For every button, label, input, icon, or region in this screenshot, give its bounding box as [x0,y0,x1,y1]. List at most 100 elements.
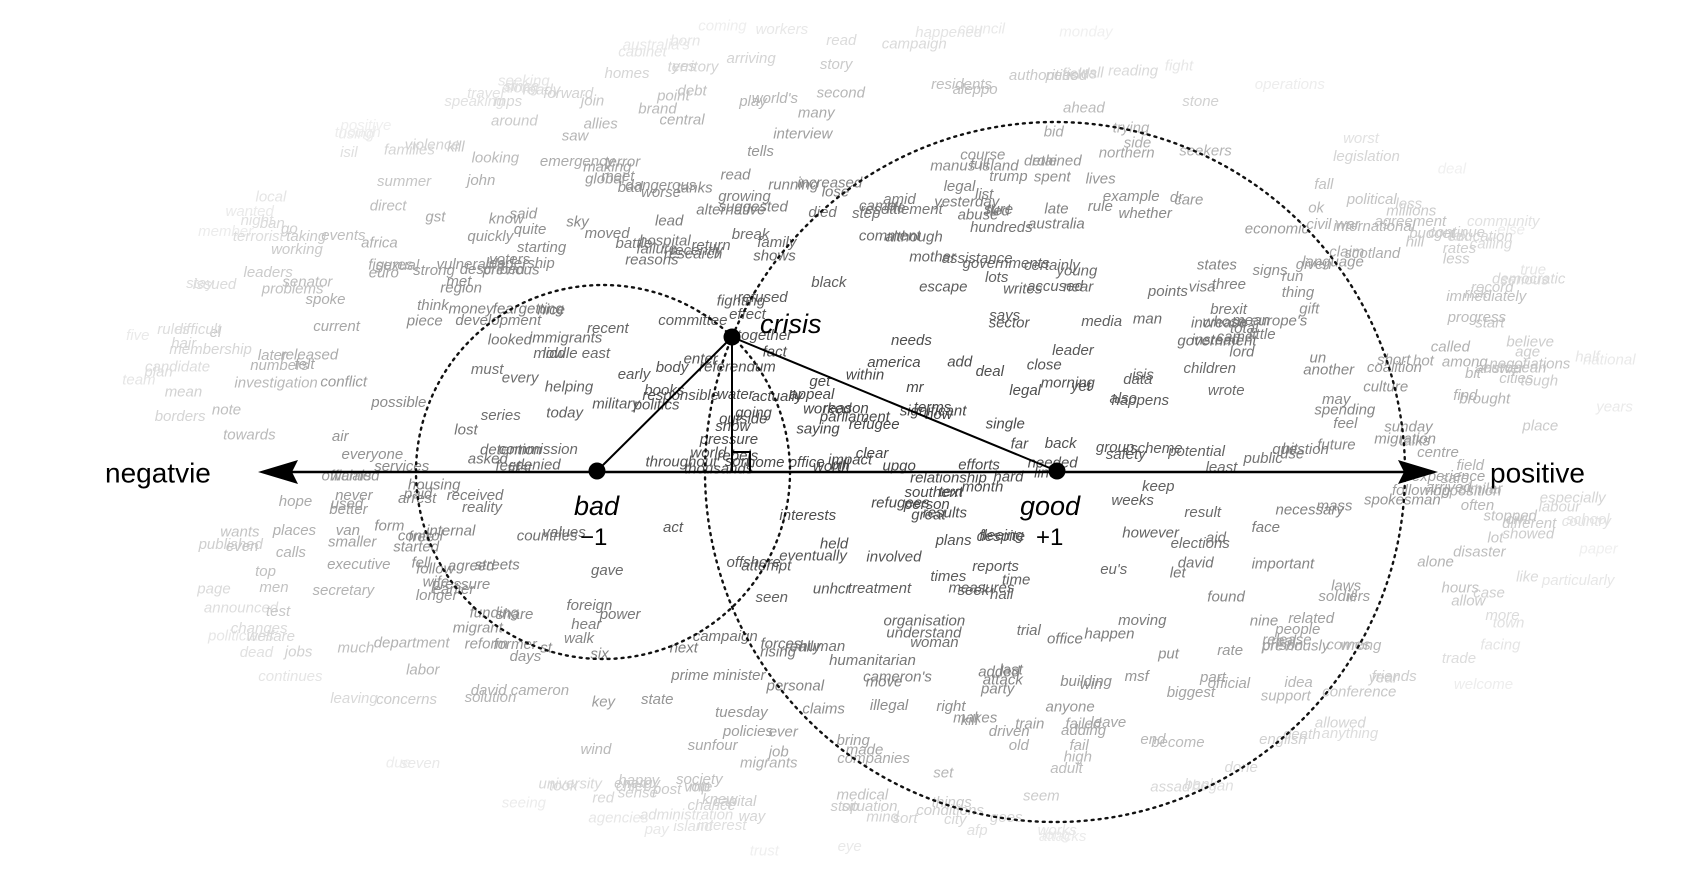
background-word: country [1562,513,1613,530]
background-word: ok [1308,200,1325,217]
background-word: made [846,742,884,759]
background-word: read [826,32,857,49]
background-word: son [725,453,749,470]
background-word: changes [231,620,288,637]
background-word: fail [1070,737,1090,754]
background-word: trump [989,168,1027,185]
background-word: university [539,776,604,793]
background-word: around [491,113,538,130]
background-word: labour [1539,498,1582,515]
background-word: amid [883,191,916,208]
background-word: happens [1112,392,1170,409]
background-word: chief [616,778,650,795]
background-word: world's [752,90,799,107]
background-word: took [549,778,579,795]
background-word: tax [1449,227,1470,244]
background-word: ready [523,82,562,99]
background-word: attempt [741,558,792,575]
background-word: long [1042,827,1071,844]
background-word: side [1124,134,1152,151]
background-word: clear [856,445,890,462]
background-word: test [266,603,291,620]
background-word: personal [766,678,825,695]
background-word: quickly [467,228,514,245]
background-word: secretary [313,582,376,599]
right-arrowhead [1398,460,1438,484]
background-word: yet [1070,378,1092,395]
background-word: little [1249,326,1276,343]
background-word: st [540,640,553,657]
background-word: held [820,535,849,552]
background-word: hear [571,616,602,633]
background-word: bill [831,457,850,474]
background-word: fled [986,203,1011,220]
background-word: add [947,353,973,370]
background-word: travel [467,85,504,102]
background-word: isil [340,144,358,161]
background-word: going [735,405,772,422]
background-word: involved [866,549,922,566]
bad-label: bad [574,491,620,521]
background-word: hours [1442,580,1480,597]
background-word: leaders [244,264,294,281]
background-word: rates [1443,240,1477,257]
background-word: yesterday [933,194,1001,211]
background-word: workers [756,21,809,38]
background-word: year [1368,670,1399,687]
background-word: despite [977,528,1025,545]
background-word: figures [368,256,414,273]
background-word: anything [1322,725,1379,742]
background-word: money [449,300,496,317]
background-word: denied [516,457,562,474]
background-word: fighting [717,293,766,310]
background-word: gave [591,562,624,579]
background-word: vote [684,778,712,795]
background-word: civil war [1306,216,1360,233]
background-word: free [408,529,434,546]
background-word: set [933,765,954,782]
background-word: data [1123,371,1152,388]
background-word: thousands [684,461,754,478]
background-word: reports [972,558,1019,575]
background-word: play [738,93,768,110]
background-word: stopped [1484,508,1538,525]
background-word: things [932,794,973,811]
background-word: along [502,80,539,97]
background-word: certainly [1024,257,1081,274]
background-word: course [960,146,1005,163]
background-word: near [1063,279,1094,296]
background-word: among [1442,353,1489,370]
background-word: claims [802,701,845,718]
background-word: series [481,407,522,424]
background-word: rate [1217,642,1243,659]
background-word: job [767,744,789,761]
background-word: end [1140,731,1166,748]
background-word: mp [689,778,710,795]
background-word: half [1575,349,1601,366]
background-word: official [1208,675,1251,692]
background-word: red [592,790,614,807]
background-word: local [256,188,288,205]
background-word: increase [1191,315,1248,332]
background-word: impact [828,452,873,469]
background-word: let [1170,565,1187,582]
background-word: month [962,478,1004,495]
background-word: values [542,524,586,541]
background-word: state [641,691,674,708]
background-word: also [1110,390,1138,407]
background-word: win [1080,676,1103,693]
background-word: lost [454,422,478,439]
background-word: national [1583,352,1636,369]
background-word: step [852,205,880,222]
background-word: every [502,370,540,387]
background-word: sector [989,314,1031,331]
background-word: moved [585,225,631,242]
background-word: reasons [625,251,679,268]
background-word: treatment [848,580,912,597]
background-word: internal [426,523,476,540]
background-word: biggest [1167,684,1216,701]
background-word: eu's [1100,561,1128,578]
background-word: humanitarian [829,652,916,669]
background-word: old [1009,737,1030,754]
background-word: elections [1171,535,1231,552]
